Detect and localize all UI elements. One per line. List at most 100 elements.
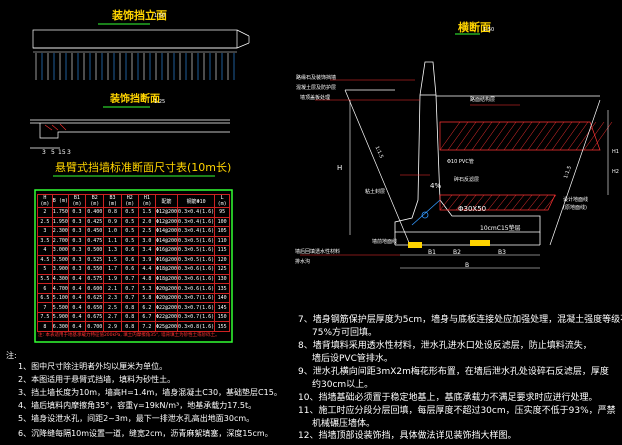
table-header-cell: 钢筋Φ10	[177, 194, 216, 208]
dim-h1: H1	[612, 149, 619, 155]
table-cell: 7.2	[137, 321, 156, 332]
table-cell: 2.9	[103, 321, 122, 332]
table-cell: 2.700	[51, 235, 69, 247]
note-8-cont: 墙后设PVC管排水。	[312, 354, 393, 364]
table-cell: 5.500	[51, 302, 69, 313]
right-note-2: (原地面线)	[563, 205, 587, 211]
table-cell: 6	[37, 283, 53, 294]
bottom-note-1: 墙后回填透水性材料	[295, 249, 341, 255]
table-cell: 2.5	[137, 226, 156, 237]
table-cell: 5.100	[51, 292, 69, 304]
table-footnote: 注: 本表适用于地基承载力特征值200kPa, 填土内摩擦角35°, 墙背填土为…	[38, 333, 220, 338]
table-cell: 6.300	[51, 321, 69, 332]
table-cell: 0.7	[120, 292, 139, 304]
table-cell: 0.6	[120, 245, 139, 256]
table-cell: 110	[214, 235, 230, 247]
table-cell: 0.3×0.5(1.6)	[177, 245, 216, 256]
section-scale: 1:25	[154, 99, 166, 105]
dimension-table: H (m)B (m)B1 (m)B2 (m)B3 (m)H2 (m)H1 (m)…	[37, 194, 230, 332]
table-header-cell: H (m)	[37, 194, 53, 208]
table-cell: 7	[37, 302, 53, 313]
table-cell: Φ14@200	[154, 226, 179, 237]
cross-section-title: 横断面	[458, 21, 491, 34]
table-cell: Φ20@200	[154, 283, 179, 294]
table-cell: 0.3×0.6(1.6)	[177, 283, 216, 294]
table-cell: 0.400	[85, 207, 105, 218]
table-cell: 4.300	[51, 273, 69, 285]
table-cell: 0.5	[120, 235, 139, 247]
dim-h: H	[337, 164, 343, 172]
table-cell: 0.4	[67, 283, 87, 294]
table-cell: 2.300	[51, 226, 69, 237]
table-cell: 2.0	[137, 216, 156, 228]
pipe-label: Φ30X50	[458, 205, 487, 213]
table-cell: 0.3	[67, 235, 87, 247]
table-cell: 3.900	[51, 264, 69, 275]
table-cell: 0.6	[120, 254, 139, 266]
table-cell: 2.5	[103, 302, 122, 313]
table-cell: 0.3×0.4(1.6)	[177, 207, 216, 218]
note-9: 9、泄水孔横向间距3mX2m梅花形布置，在墙后泄水孔处设碎石反滤层，厚度	[298, 367, 609, 377]
note-3: 3、挡土墙长度为10m，墙高H=1.4m，墙身混凝土C30，基础垫层C15。	[18, 388, 282, 397]
table-cell: 1.7	[103, 264, 122, 275]
dim-b: B	[465, 262, 470, 269]
table-cell: 0.3×0.5(1.6)	[177, 235, 216, 247]
note-2: 2、本图适用于悬臂式挡墙，填料为砂性土。	[18, 375, 176, 384]
table-cell: 8	[37, 321, 53, 332]
note-5: 5、墙身设泄水孔，间距2~3m，最下一排泄水孔高出地面30cm。	[18, 414, 255, 423]
table-cell: 0.550	[85, 264, 105, 275]
table-cell: 155	[214, 321, 230, 332]
section-dim-2: 5	[51, 149, 55, 156]
table-cell: 3.5	[37, 235, 53, 247]
table-cell: 0.625	[85, 292, 105, 304]
table-cell: 0.5	[120, 207, 139, 218]
table-cell: 0.4	[67, 302, 87, 313]
note-6: 6、沉降缝每隔10m设置一道，缝宽2cm，沥青麻絮填塞，深度15cm。	[18, 429, 273, 438]
table-cell: 3.9	[137, 254, 156, 266]
table-cell: 2.5	[37, 216, 53, 228]
table-cell: 7.5	[37, 311, 53, 323]
dim-b3: B3	[498, 249, 506, 256]
table-cell: 3.000	[51, 245, 69, 256]
table-cell: 0.4	[67, 273, 87, 285]
table-header-cell: H1 (m)	[137, 194, 156, 208]
table-header-cell: L (m)	[214, 194, 230, 208]
table-cell: 6.5	[37, 292, 53, 304]
table-cell: 0.425	[85, 216, 105, 228]
right-note-1: 设计地面线	[563, 197, 589, 203]
note-top-1: 路缘石及装饰挡墙	[296, 75, 337, 81]
table-cell: 0.3	[67, 264, 87, 275]
table-header-cell: B1 (m)	[67, 194, 87, 208]
note-10: 10、挡墙基础必须置于稳定地基上，基底承载力不满足要求时应进行处理。	[298, 393, 598, 403]
table-cell: Φ12@200	[154, 207, 179, 218]
table-cell: 0.3×0.8(1.6)	[177, 321, 216, 332]
table-cell: Φ18@200	[154, 273, 179, 285]
note-1: 1、图中尺寸除注明者外均以厘米为单位。	[18, 362, 168, 371]
table-cell: 0.6	[120, 264, 139, 275]
table-cell: 115	[214, 245, 230, 256]
table-cell: 4	[37, 245, 53, 256]
table-cell: 6.2	[137, 302, 156, 313]
table-cell: 0.600	[85, 283, 105, 294]
table-cell: 5.900	[51, 311, 69, 323]
table-header-cell: B (m)	[51, 194, 69, 208]
note-12: 12、挡墙顶部设装饰挡，具体做法详见装饰挡大样图。	[298, 431, 517, 441]
table-cell: 0.4	[67, 292, 87, 304]
table-cell: 5.5	[37, 273, 53, 285]
table-header-cell: 配筋	[154, 194, 179, 208]
decorative-elevation	[32, 29, 250, 49]
table-cell: Φ14@200	[154, 235, 179, 247]
table-cell: Φ18@200	[154, 264, 179, 275]
table-cell: 0.575	[85, 273, 105, 285]
dim-h2: H2	[612, 169, 619, 175]
table-cell: 0.8	[120, 302, 139, 313]
table-cell: 0.3	[67, 254, 87, 266]
seal-label: 粘土封层	[365, 189, 386, 195]
